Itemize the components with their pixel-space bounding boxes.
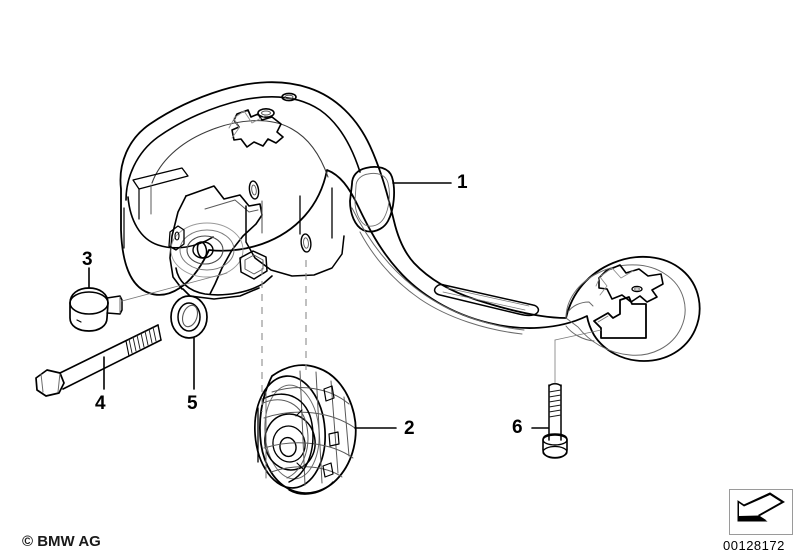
alignment-axes xyxy=(261,260,307,412)
callout-5: 5 xyxy=(187,393,198,414)
part-5-washer xyxy=(170,295,208,339)
part-number-label: 00128172 xyxy=(723,538,785,553)
callout-6: 6 xyxy=(512,417,523,438)
callout-3: 3 xyxy=(82,249,93,270)
part-4-hex-bolt-long xyxy=(35,324,162,397)
guide-line-stop xyxy=(121,272,228,302)
part-6-hex-bolt-short xyxy=(542,383,568,459)
part-1-cross-member xyxy=(119,81,701,362)
guide-line-bolt6b xyxy=(554,329,602,341)
leader-lines xyxy=(88,182,602,429)
bmw-arrow-logo xyxy=(729,489,793,535)
callout-4: 4 xyxy=(95,393,106,414)
callout-1: 1 xyxy=(457,172,468,193)
copyright-notice: © BMW AG xyxy=(22,533,101,550)
part-2-gearbox-mount xyxy=(254,364,357,495)
callout-2: 2 xyxy=(404,418,415,439)
part-3-rubber-stop xyxy=(69,287,123,332)
